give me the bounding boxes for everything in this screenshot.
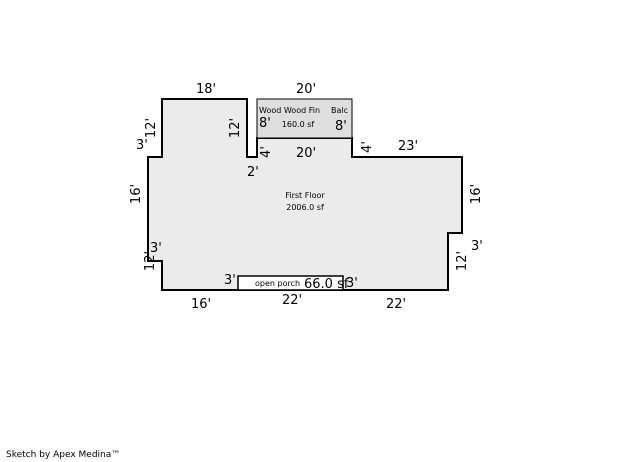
- dim-wood-left: 8': [259, 116, 271, 131]
- dim-wood-bottom: 20': [296, 146, 316, 161]
- balc-label: Balc: [331, 106, 348, 115]
- dim-notch-height: 12': [228, 118, 243, 138]
- dim-left-upper: 12': [144, 118, 159, 138]
- wood-fin-area: [256, 98, 353, 139]
- dim-porch-right: 3': [346, 276, 358, 291]
- dim-right-lower: 12': [455, 251, 470, 271]
- dim-left-lower-step: 3': [150, 241, 162, 256]
- wood-fin-label: Wood Wood Fin: [259, 106, 320, 115]
- porch-size: 66.0 sf: [304, 277, 349, 292]
- wood-fin-size: 160.0 sf: [282, 120, 315, 129]
- dim-bottom-mid: 22': [282, 293, 302, 308]
- dim-bottom-left: 16': [191, 297, 211, 312]
- dim-porch-left: 3': [224, 273, 236, 288]
- first-floor-outline: [147, 98, 463, 291]
- dim-right-top: 23': [398, 139, 418, 154]
- dim-top-mid: 20': [296, 82, 316, 97]
- dim-small-step-right: 4': [360, 141, 375, 153]
- dim-small-step-left: 4': [259, 146, 274, 158]
- dim-right-mid: 16': [469, 184, 484, 204]
- dim-right-lower-step: 3': [471, 239, 483, 254]
- dim-left-mid: 16': [129, 184, 144, 204]
- dim-bottom-right: 22': [386, 297, 406, 312]
- dim-notch-width: 2': [247, 165, 259, 180]
- main-area-size: 2006.0 sf: [286, 203, 324, 212]
- sketch-credit: Sketch by Apex Medina™: [6, 450, 121, 460]
- open-porch-area: [237, 275, 344, 291]
- porch-label: open porch: [255, 279, 300, 288]
- main-area-label: First Floor: [285, 191, 325, 200]
- dim-wood-right: 8': [335, 119, 347, 134]
- dim-left-lower: 12': [143, 251, 158, 271]
- dim-left-step: 3': [136, 138, 148, 153]
- dim-top-left: 18': [196, 82, 216, 97]
